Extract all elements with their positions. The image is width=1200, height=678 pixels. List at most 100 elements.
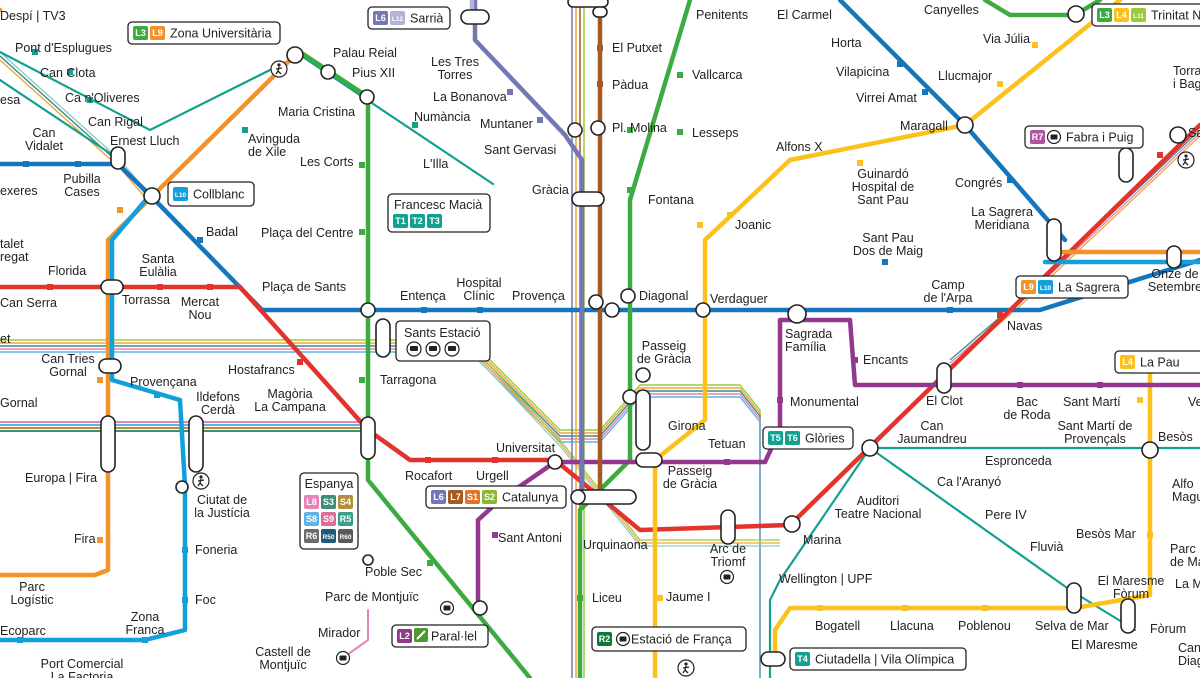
el-maresme-forum-capsule[interactable]: [1120, 598, 1136, 634]
diagonal-l5-station[interactable]: [604, 302, 620, 318]
palau-reial-station[interactable]: [286, 46, 304, 64]
station-label-et[interactable]: et: [0, 332, 11, 346]
station-label-besos[interactable]: Besòs: [1158, 430, 1193, 444]
station-label-mirador[interactable]: Mirador: [318, 626, 360, 640]
station-label-maria-cristina[interactable]: Maria Cristina: [278, 105, 355, 119]
station-label-besos-mar[interactable]: Besòs Mar: [1076, 527, 1136, 541]
sants-estacio-station[interactable]: [360, 302, 376, 318]
station-label-liceu[interactable]: Liceu: [592, 591, 622, 605]
placa-espanya-small[interactable]: [362, 554, 374, 566]
station-label-espronceda[interactable]: Espronceda: [985, 454, 1052, 468]
line-chip-l3[interactable]: L3: [133, 26, 148, 40]
line-chip-t6[interactable]: T6: [785, 431, 800, 445]
station-label-ernest-lluch[interactable]: Ernest Lluch: [110, 134, 180, 148]
station-label-fluvia[interactable]: Fluvià: [1030, 540, 1063, 554]
station-label-horta[interactable]: Horta: [831, 36, 862, 50]
line-chip-s1[interactable]: S1: [465, 490, 480, 504]
station-label-can-clota[interactable]: Can Clota: [40, 66, 96, 80]
glories-station[interactable]: [861, 439, 879, 457]
diagonal-station[interactable]: [620, 288, 636, 304]
station-label-can-rigal[interactable]: Can Rigal: [88, 115, 143, 129]
station-label-sant-marti[interactable]: Sant Martí: [1063, 395, 1121, 409]
station-label-palau-reial[interactable]: Palau Reial: [333, 46, 397, 60]
line-chip-l9[interactable]: L9: [1021, 280, 1036, 294]
station-label-lilla[interactable]: L'Illa: [423, 157, 448, 171]
universitat-station[interactable]: [547, 454, 563, 470]
station-label-el-maresme[interactable]: El Maresme: [1071, 638, 1138, 652]
station-label-selva-mar[interactable]: Selva de Mar: [1035, 619, 1109, 633]
line-chip-l11[interactable]: L11: [1131, 8, 1146, 22]
line-chip-l9[interactable]: L9: [150, 26, 165, 40]
station-label-ca-aranyo[interactable]: Ca l'Aranyó: [937, 475, 1001, 489]
station-label-vallcarca[interactable]: Vallcarca: [692, 68, 743, 82]
line-chip-l7[interactable]: L7: [448, 490, 463, 504]
station-label-hostafrancs[interactable]: Hostafrancs: [228, 363, 295, 377]
station-label-vilapicina[interactable]: Vilapicina: [836, 65, 889, 79]
station-label-la-m[interactable]: La M: [1175, 577, 1200, 591]
can-tries-capsule[interactable]: [98, 358, 122, 374]
line-chip-l12[interactable]: L12: [390, 11, 405, 25]
station-label-sant-gervasi[interactable]: Sant Gervasi: [484, 143, 556, 157]
station-label-el-clot[interactable]: El Clot: [926, 394, 963, 408]
passeig-gracia-mid-station[interactable]: [622, 389, 638, 405]
station-label-el-carmel[interactable]: El Carmel: [777, 8, 832, 22]
trinitat-nova-station[interactable]: [1067, 5, 1085, 23]
station-label-placa-sants[interactable]: Plaça de Sants: [262, 280, 346, 294]
station-label-can-diagonal[interactable]: CanDiagona: [1178, 641, 1200, 668]
station-label-les-corts[interactable]: Les Corts: [300, 155, 354, 169]
station-label-exeres[interactable]: exeres: [0, 184, 38, 198]
interchange-capsule[interactable]: [567, 0, 609, 8]
station-label-marina[interactable]: Marina: [803, 533, 841, 547]
station-label-sant-antoni[interactable]: Sant Antoni: [498, 531, 562, 545]
station-label-bogatell[interactable]: Bogatell: [815, 619, 860, 633]
station-label-provenca[interactable]: Provença: [512, 289, 565, 303]
station-label-maragall[interactable]: Maragall: [900, 119, 948, 133]
sants-estacio-capsule[interactable]: [375, 318, 391, 358]
verdaguer-station[interactable]: [695, 302, 711, 318]
station-label-llucmajor[interactable]: Llucmajor: [938, 69, 992, 83]
line-chip-l4[interactable]: L4: [1120, 355, 1135, 369]
station-label-pere-iv[interactable]: Pere IV: [985, 508, 1027, 522]
station-label-monumental[interactable]: Monumental: [790, 395, 859, 409]
line-chip-l6[interactable]: L6: [431, 490, 446, 504]
line-chip-s9[interactable]: S9: [321, 512, 336, 526]
station-label-penitents[interactable]: Penitents: [696, 8, 748, 22]
station-label-esa[interactable]: esa: [0, 93, 20, 107]
line-chip-l10[interactable]: L10: [1038, 280, 1053, 294]
station-label-urquinaona[interactable]: Urquinaona: [583, 538, 648, 552]
line-chip-t4[interactable]: T4: [795, 652, 810, 666]
selva-mar-capsule[interactable]: [1066, 582, 1082, 614]
station-label-tetuan[interactable]: Tetuan: [708, 437, 746, 451]
besos-station[interactable]: [1141, 441, 1159, 459]
passeig-gracia-capsule[interactable]: [635, 389, 651, 451]
station-label-europa-fira[interactable]: Europa | Fira: [25, 471, 97, 485]
ildefons-capsule[interactable]: [188, 415, 204, 473]
sant-gervasi-station[interactable]: [567, 122, 583, 138]
station-label-muntaner[interactable]: Muntaner: [480, 117, 533, 131]
station-label-fira[interactable]: Fira: [74, 532, 96, 546]
parallel-station[interactable]: [472, 600, 488, 616]
station-label-florida[interactable]: Florida: [48, 264, 86, 278]
line-chip-t5[interactable]: T5: [768, 431, 783, 445]
station-label-poble-sec[interactable]: Poble Sec: [365, 565, 422, 579]
la-sagrera-capsule[interactable]: [1166, 245, 1182, 269]
